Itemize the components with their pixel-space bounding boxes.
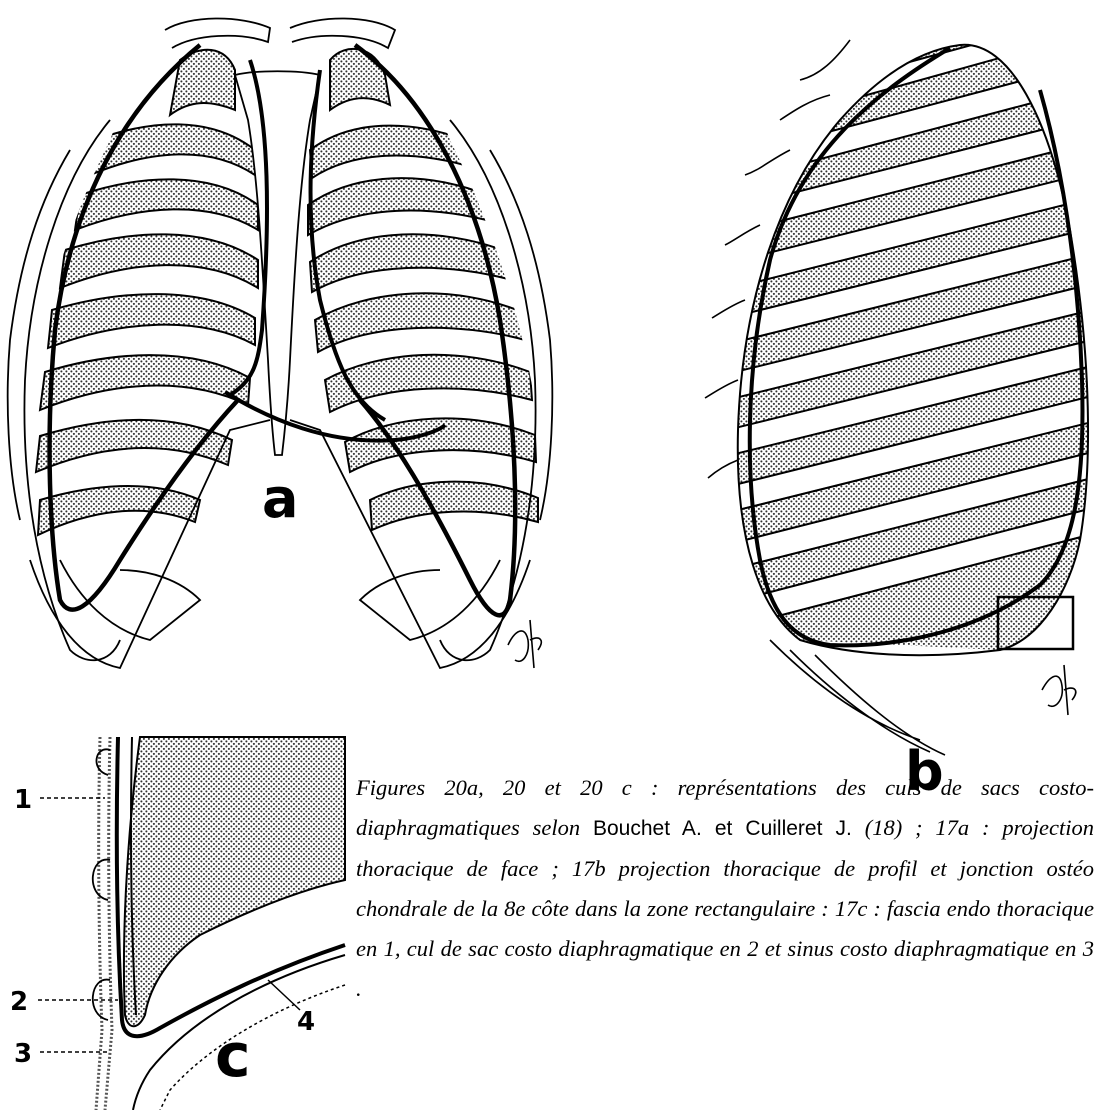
panel-b-rib-bands [730,10,1096,660]
panel-c-lung-tissue [124,737,345,1026]
panel-a-signature [508,620,541,668]
callout-4: 4 [297,1007,315,1037]
figure-caption: Figures 20a, 20 et 20 c : représentation… [356,768,1094,1009]
callout-4-leader [268,980,300,1010]
panel-a-right-lung-ribs [308,49,538,530]
callout-3: 3 [14,1039,32,1069]
panel-c-diaphragm-lower [160,985,345,1110]
panel-a-right-costal-arch [290,420,530,668]
caption-authors: Bouchet A. et Cuilleret J. [593,817,852,840]
panel-b-costal-cartilages [770,640,945,755]
caption-part-2: (18) ; 17a : projection thoracique de fa… [356,815,1094,1001]
callout-2: 2 [10,987,28,1017]
panel-c-chest-wall [96,737,112,1110]
panel-b-drawing [705,10,1096,755]
panel-a-letter: a [262,467,298,530]
callout-1: 1 [14,785,32,815]
panel-b-signature [1042,665,1076,715]
panel-c-letter: c [215,1021,251,1091]
panel-c-drawing [38,737,345,1110]
panel-c-rib-bumps [93,749,110,1020]
panel-a-left-lung-ribs [36,50,258,535]
panel-a-drawing [8,18,553,668]
